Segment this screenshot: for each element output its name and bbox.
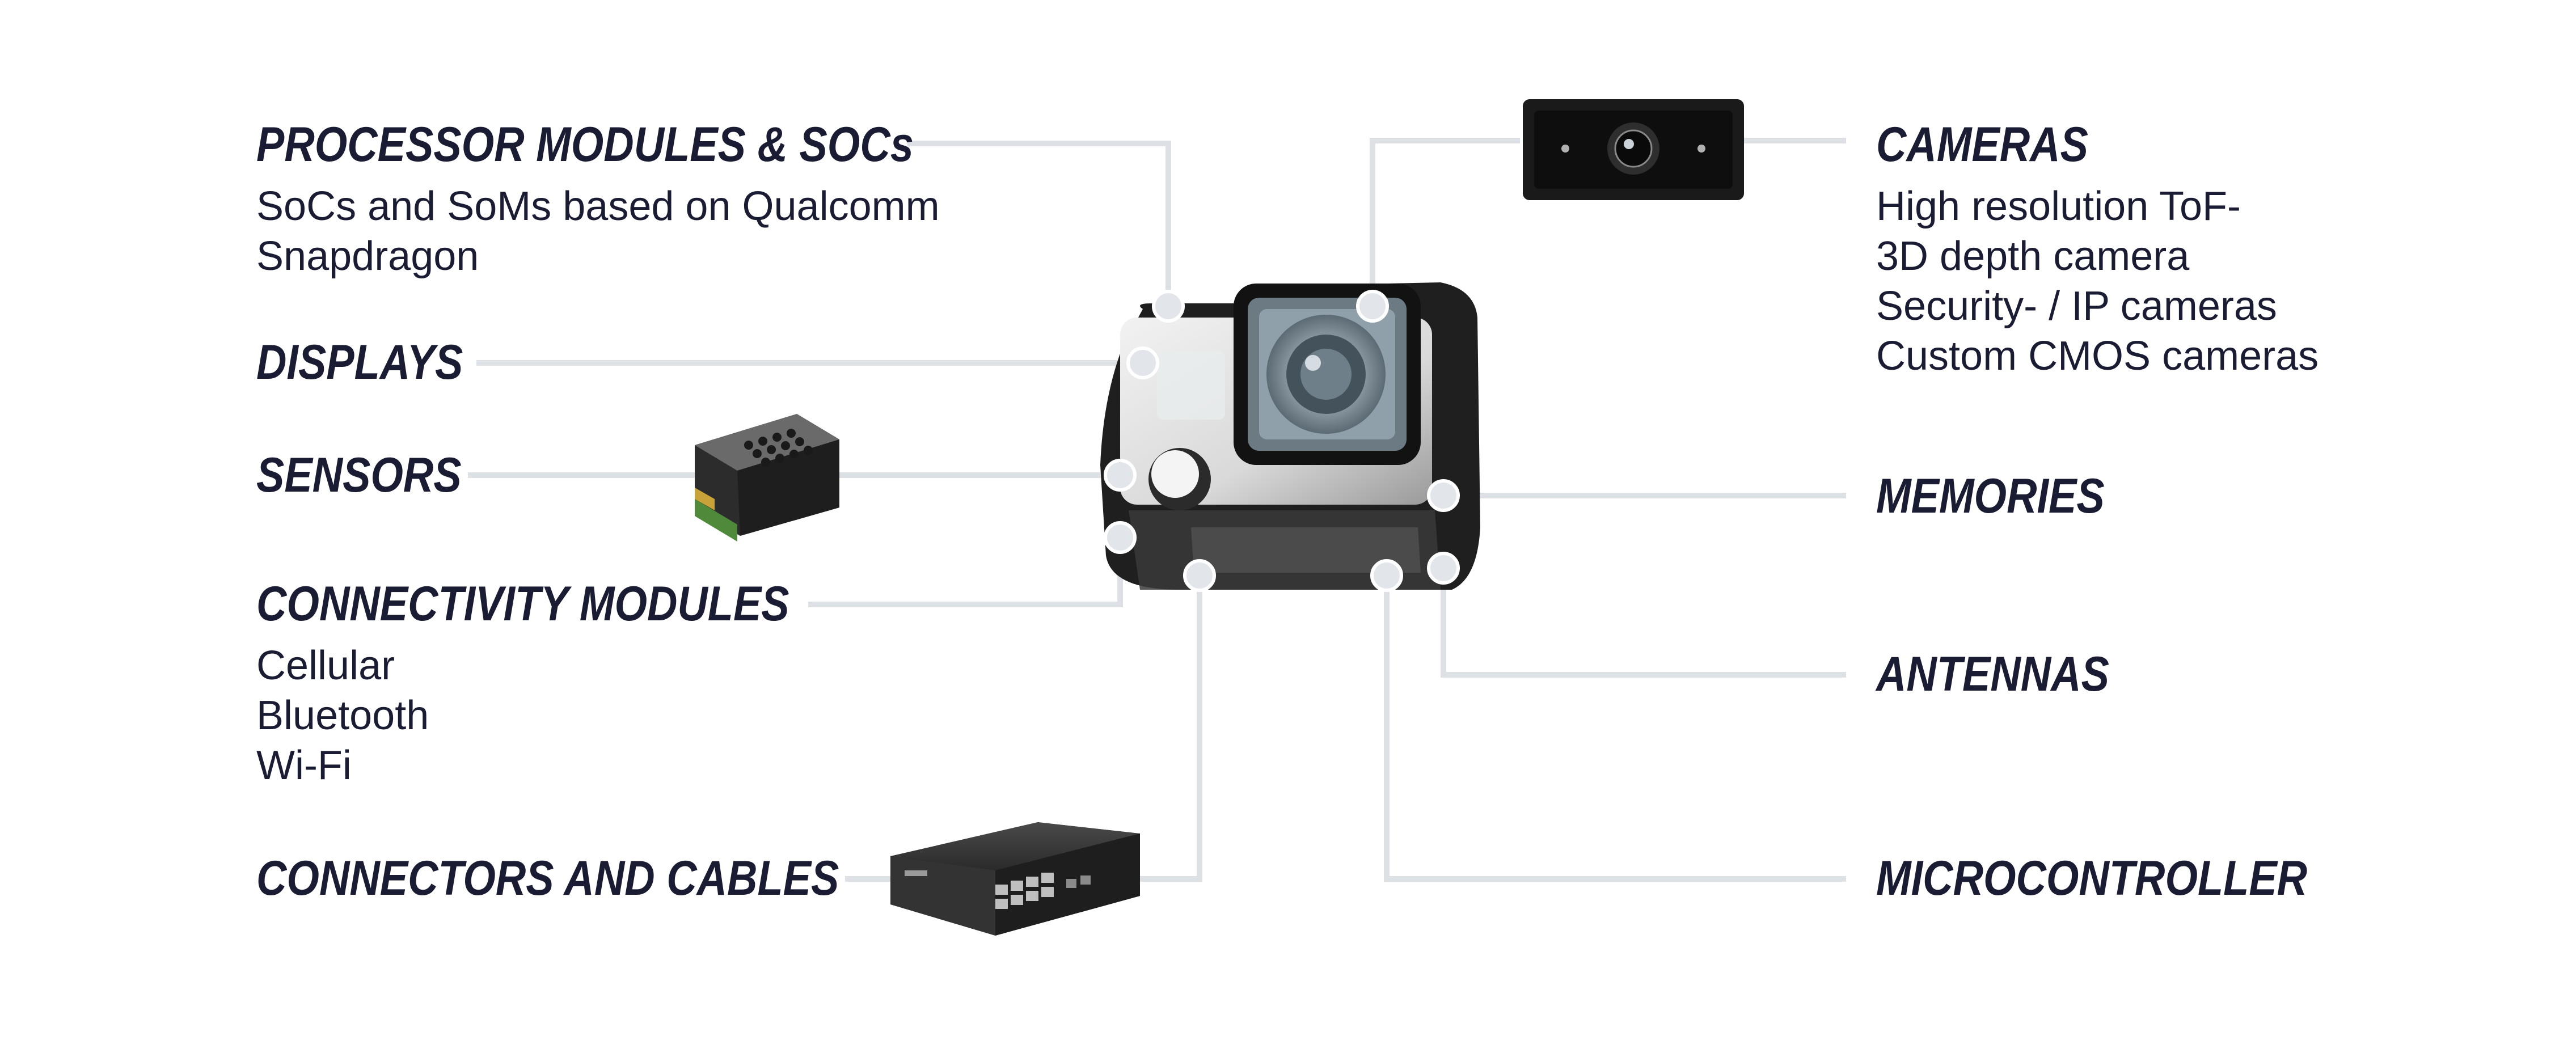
- connectivity-title: CONNECTIVITY MODULES: [256, 577, 789, 631]
- processor-title: PROCESSOR MODULES & SOCs: [256, 117, 914, 172]
- dot-connectors: [1183, 559, 1216, 592]
- cameras-desc-line: 3D depth camera: [1876, 234, 2190, 279]
- camera-module-image: [1523, 99, 1744, 200]
- sensors-title: SENSORS: [256, 448, 462, 502]
- displays-title: DISPLAYS: [256, 335, 463, 390]
- connectivity-desc-line: Wi-Fi: [256, 743, 352, 788]
- line-processor: [907, 141, 1171, 306]
- connectivity-desc-line: Cellular: [256, 643, 395, 688]
- label-displays: DISPLAYS: [256, 338, 497, 387]
- cameras-title: CAMERAS: [1876, 117, 2088, 172]
- label-microcontroller: MICROCONTROLLER: [1876, 854, 2377, 903]
- microcontroller-title: MICROCONTROLLER: [1876, 851, 2308, 906]
- action-camera-image: [1100, 282, 1480, 590]
- dot-sensors: [1104, 459, 1137, 492]
- line-antennas: [1441, 568, 1846, 678]
- dot-connectivity: [1104, 521, 1137, 554]
- cameras-desc-line: Custom CMOS cameras: [1876, 333, 2319, 379]
- memories-title: MEMORIES: [1876, 469, 2105, 523]
- label-sensors: SENSORS: [256, 451, 495, 500]
- label-processor: PROCESSOR MODULES & SOCs SoCs and SoMs b…: [256, 120, 1021, 281]
- antennas-title: ANTENNAS: [1876, 647, 2109, 701]
- label-memories: MEMORIES: [1876, 472, 2142, 521]
- connection-dots: [1104, 290, 1460, 592]
- network-switch-image: [890, 822, 1140, 936]
- connectivity-desc-line: Bluetooth: [256, 693, 429, 738]
- label-connectors: CONNECTORS AND CABLES: [256, 854, 934, 903]
- connectors-title: CONNECTORS AND CABLES: [256, 851, 839, 906]
- label-antennas: ANTENNAS: [1876, 650, 2147, 699]
- line-cameras-b: [1370, 138, 1520, 306]
- dot-microcontroller: [1370, 559, 1403, 592]
- processor-desc-line: SoCs and SoMs based on Qualcomm: [256, 184, 940, 229]
- dot-cameras: [1356, 290, 1389, 323]
- line-microcontroller: [1384, 576, 1846, 882]
- dot-memories: [1427, 479, 1460, 512]
- dot-processor: [1152, 290, 1185, 323]
- sensor-module-image: [695, 414, 839, 542]
- cameras-desc-line: High resolution ToF-: [1876, 184, 2241, 229]
- label-cameras: CAMERAS High resolution ToF- 3D depth ca…: [1876, 120, 2319, 381]
- cameras-desc-line: Security- / IP cameras: [1876, 284, 2277, 329]
- dot-antennas: [1427, 552, 1460, 585]
- processor-desc-line: Snapdragon: [256, 234, 479, 279]
- dot-displays: [1126, 346, 1159, 379]
- label-connectivity: CONNECTIVITY MODULES Cellular Bluetooth …: [256, 580, 876, 790]
